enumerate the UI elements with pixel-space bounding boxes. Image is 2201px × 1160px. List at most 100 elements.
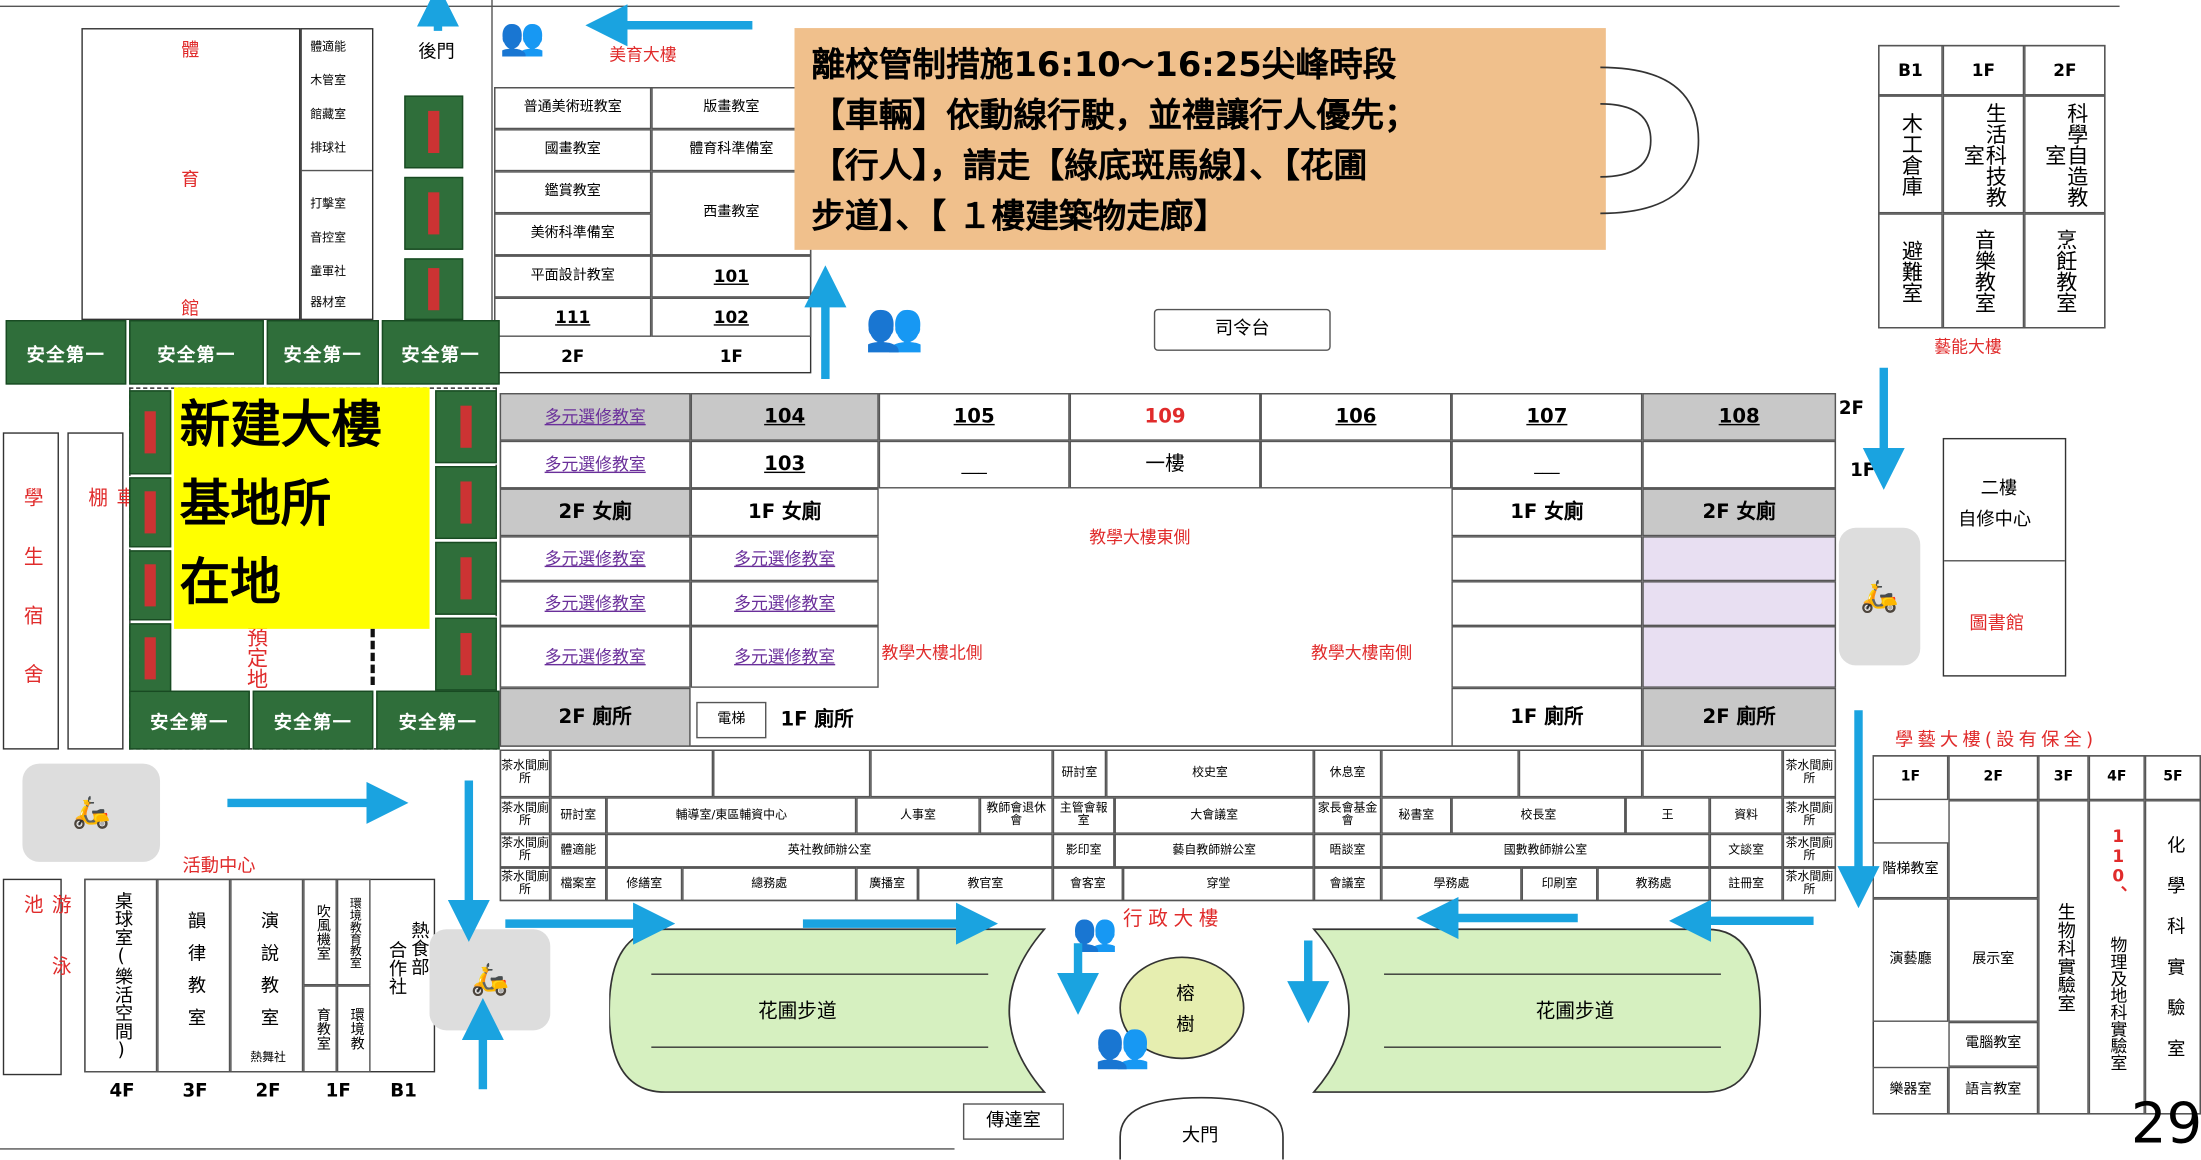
admin-room: 印刷室	[1521, 867, 1598, 902]
admin-room: 輔導室/東區輔資中心	[606, 797, 857, 834]
art-room: 國畫教室	[494, 129, 652, 172]
art-room: 平面設計教室	[494, 255, 652, 298]
arts-room: 木工倉庫	[1878, 95, 1943, 214]
new-building-line-1: 新建大樓	[179, 397, 382, 455]
admin-room: 會客室	[1052, 867, 1123, 902]
coop: 合作社	[384, 940, 406, 996]
admin-room: 家長會基金會	[1313, 797, 1382, 834]
admin-room: 影印室	[1052, 833, 1115, 868]
womens-restroom: 2F 女廁	[1642, 488, 1837, 537]
pedestrian-icon: 👥	[499, 16, 546, 59]
admin-room: 英社教師辦公室	[606, 833, 1053, 868]
notice-bg	[794, 28, 1606, 250]
womens-restroom: 2F 女廁	[499, 488, 691, 537]
admin-room: 修繕室	[606, 867, 683, 902]
elective-room-link[interactable]: 多元選修教室	[499, 581, 691, 627]
safety-sign: 安全第一	[5, 320, 127, 385]
activity-center-title: 活動中心	[182, 856, 256, 878]
room-number: ___	[878, 440, 1070, 489]
floor-header: B1	[1878, 44, 1943, 96]
arts-room: 生活科技教室	[1942, 95, 2025, 214]
elective-room-link[interactable]: 多元選修教室	[690, 536, 879, 582]
notice-box: 離校管制措施16:10～16:25尖峰時段 【車輛】依動線行駛，並禮讓行人優先；…	[794, 28, 1606, 250]
zebra-crossing	[404, 95, 464, 169]
arts-building-title: 藝能大樓	[1934, 336, 2002, 357]
gymnasium: 體 育 館	[81, 28, 301, 320]
floor-label: 3F	[182, 1080, 208, 1102]
zebra-crossing	[129, 390, 172, 475]
hot-food-dept: 熱食部	[407, 920, 429, 976]
floor-label: 2F	[255, 1080, 281, 1102]
notice-line-4: 步道】、【 １樓建築物走廊】	[811, 196, 1228, 236]
room-number: 107	[1451, 393, 1643, 441]
xueyi-room: 電腦教室	[1948, 1021, 2039, 1067]
gym-room: 體適能	[310, 40, 347, 55]
bottom-border	[0, 1148, 955, 1150]
elective-room-link[interactable]: 多元選修教室	[499, 626, 691, 688]
top-border	[0, 5, 2120, 8]
floor-header: 5F	[2144, 755, 2201, 801]
pool-label: 游泳池	[21, 894, 72, 1018]
floor-label: 1F	[325, 1080, 351, 1102]
xueyi-room: 語言教室	[1948, 1066, 2039, 1115]
track-curve	[1600, 66, 1700, 215]
arts-room: 音樂教室	[1942, 213, 2025, 329]
elective-room-link[interactable]: 多元選修教室	[690, 626, 879, 688]
library-floor: 二樓	[1980, 478, 2018, 500]
floor-label: 一樓	[1069, 440, 1261, 489]
floor-header: 4F	[2088, 755, 2145, 801]
zebra-crossing	[404, 258, 464, 321]
admin-building-title: 行政大樓	[1122, 908, 1225, 931]
elective-room-link[interactable]: 多元選修教室	[499, 536, 691, 582]
elective-room-link[interactable]: 多元選修教室	[690, 581, 879, 627]
activity-room: 環境教	[336, 985, 371, 1073]
elevator: 電梯	[696, 701, 767, 739]
room-number: 103	[690, 440, 879, 489]
garden-path-left	[609, 928, 1047, 1093]
guard-room: 傳達室	[962, 1103, 1065, 1140]
art-building-title: 美育大樓	[609, 44, 677, 65]
room-number: ___	[1451, 440, 1643, 489]
banyan-tree	[1119, 956, 1245, 1060]
pedestrian-icon: 👥	[864, 298, 925, 356]
floor-header: 3F	[2038, 755, 2089, 801]
arts-room: 科學自造教室	[2024, 95, 2106, 214]
restroom: 2F 廁所	[1642, 687, 1837, 747]
gym-room: 童軍社	[310, 265, 347, 280]
admin-room: 人事室	[856, 797, 980, 834]
floor-label: 2F	[1838, 398, 1865, 420]
motorcycle-photo-icon: 🛵	[1838, 527, 1921, 666]
xueyi-room: 展示室	[1948, 898, 2039, 1022]
room-number: 104	[690, 393, 879, 441]
safety-sign: 安全第一	[252, 690, 374, 750]
new-building-line-3: 在地	[179, 554, 281, 613]
tea-room: 茶水間廁所	[499, 867, 551, 902]
activity-room: 環境教育教室	[336, 878, 371, 986]
activity-room: 演說教室	[230, 878, 304, 1073]
restroom: 1F 廁所	[780, 708, 854, 732]
zebra-crossing	[129, 550, 172, 621]
zebra-crossing	[435, 466, 497, 540]
room-number: 106	[1260, 393, 1452, 441]
elective-room-link[interactable]: 多元選修教室	[499, 393, 691, 441]
xueyi-room: 化學科實驗室	[2144, 800, 2201, 1115]
new-building-label: 新建大樓 基地所 在地	[174, 387, 430, 629]
notice-line-2: 【車輛】依動線行駛，並禮讓行人優先；	[811, 95, 1418, 135]
motorcycle-photo-icon: 🛵	[22, 763, 161, 862]
xueyi-room: 110、 物理及地科實驗室	[2088, 800, 2145, 1115]
elective-room-link[interactable]: 多元選修教室	[499, 440, 691, 489]
admin-room: 校長室	[1451, 797, 1626, 834]
tea-room: 茶水間廁所	[499, 749, 551, 798]
gym-room: 排球社	[310, 141, 347, 156]
safety-sign: 安全第一	[381, 320, 500, 385]
gym-rooms: 體適能 木管室 館藏室 排球社 打擊室 音控室 童軍社 器材室	[300, 28, 374, 321]
site-hidden-text: 預定地	[244, 626, 270, 690]
safety-sign: 安全第一	[129, 690, 250, 750]
admin-room: 研討室	[550, 797, 607, 834]
room-number: 109	[1069, 393, 1261, 441]
garden-path-label: 花圃步道	[757, 1000, 837, 1024]
admin-room: 教師會退休會	[979, 797, 1053, 834]
room-number: 110、	[2108, 826, 2129, 903]
admin-room: 校史室	[1106, 749, 1314, 798]
room-number: 108	[1642, 393, 1837, 441]
